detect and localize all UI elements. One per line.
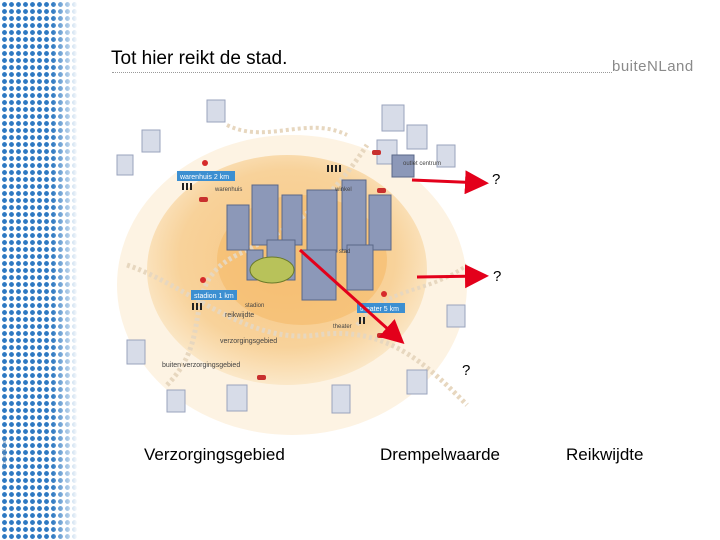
road-3 — [226, 123, 348, 137]
svg-text:warenhuis 2 km: warenhuis 2 km — [179, 174, 229, 181]
arrow-range — [416, 264, 489, 289]
brand-logo: buiteNLand — [612, 58, 694, 75]
building — [346, 244, 374, 291]
question-mark-2: ? — [493, 268, 502, 285]
arrow-radius — [298, 248, 405, 345]
dot-strip-fade — [52, 0, 78, 540]
road-4 — [355, 263, 469, 327]
caption-verzorgingsgebied: Verzorgingsgebied — [144, 445, 285, 464]
city-illustration: warenhuis 2 km warenhuis outlet centrum … — [116, 99, 469, 435]
svg-text:reikwijdte: reikwijdte — [225, 312, 254, 319]
outlet-building — [391, 154, 415, 178]
question-mark-3: ? — [462, 362, 471, 379]
building — [341, 179, 367, 251]
caption-drempelwaarde: Drempelwaarde — [380, 445, 500, 464]
slide-title: Tot hier reikt de stad. — [111, 48, 288, 69]
title-underline — [112, 72, 612, 73]
svg-text:warenhuis: warenhuis — [214, 187, 242, 193]
question-mark-1: ? — [492, 171, 501, 188]
building — [251, 184, 279, 246]
building — [226, 204, 250, 251]
svg-text:winkel: winkel — [334, 187, 352, 193]
building — [368, 194, 392, 251]
tag-stadion — [191, 290, 237, 300]
svg-text:buiten verzorgingsgebied: buiten verzorgingsgebied — [162, 362, 240, 369]
svg-text:verzorgingsgebied: verzorgingsgebied — [220, 338, 277, 345]
svg-text:theater: theater — [333, 324, 352, 330]
stadium — [249, 256, 295, 284]
arrow-threshold — [411, 170, 489, 195]
svg-text:theater 5 km: theater 5 km — [360, 306, 399, 313]
svg-text:stadion 1 km: stadion 1 km — [194, 293, 234, 300]
tag-warenhuis — [177, 171, 235, 181]
road-2 — [126, 262, 469, 407]
svg-text:stad: stad — [339, 249, 350, 255]
svg-text:stadion: stadion — [245, 303, 264, 309]
svg-text:outlet centrum: outlet centrum — [403, 161, 441, 167]
tag-theater — [357, 303, 405, 313]
caption-reikwijdte: Reikwijdte — [566, 445, 644, 464]
